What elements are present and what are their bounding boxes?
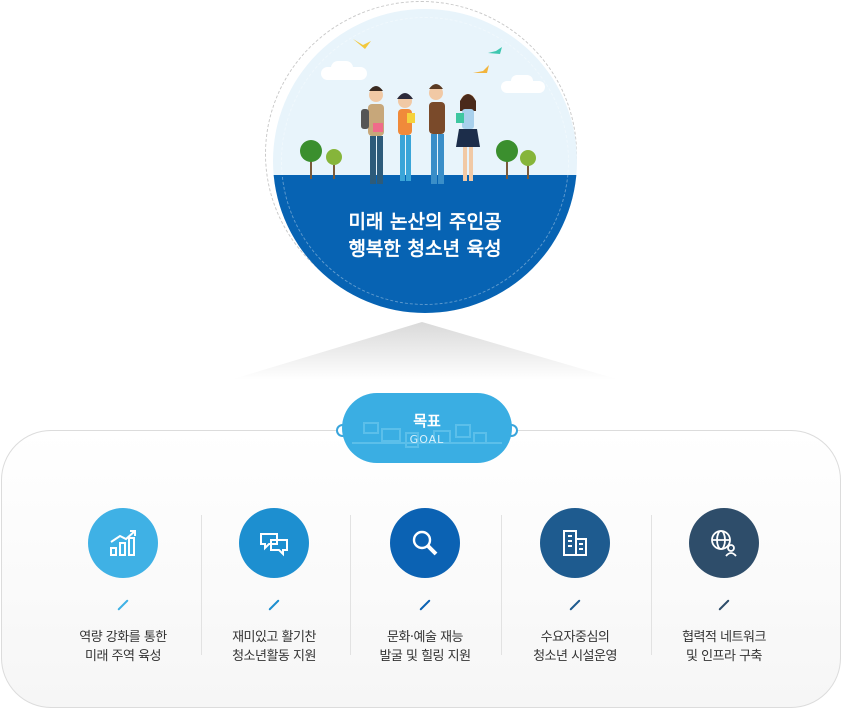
goal-label-en: GOAL: [409, 433, 445, 446]
item-icon-circle: [390, 508, 460, 578]
goal-label: 목표: [413, 412, 441, 430]
item-slash: [419, 599, 431, 611]
vision-title-line1: 미래 논산의 주인공: [348, 211, 502, 233]
globe-network-icon: [711, 530, 737, 557]
goal-badge: 목표 GOAL: [342, 393, 512, 463]
item-slash: [117, 599, 129, 611]
item-label: 역량 강화를 통한 미래 주역 육성: [79, 630, 167, 664]
connector-funnel: [230, 322, 620, 380]
item-slash: [569, 599, 581, 611]
item-icon-circle: [689, 508, 759, 578]
goal-item-facility: 수요자중심의 청소년 시설운영: [500, 508, 650, 666]
divider: [201, 515, 202, 655]
item-label: 수요자중심의 청소년 시설운영: [533, 630, 617, 664]
divider: [501, 515, 502, 655]
item-slash: [268, 599, 280, 611]
item-label: 문화·예술 재능 발굴 및 힐링 지원: [379, 630, 471, 664]
item-label: 재미있고 활기찬 청소년활동 지원: [232, 630, 316, 664]
chat-bubbles-icon: [260, 533, 288, 557]
goal-item-network: 협력적 네트워크 및 인프라 구축: [649, 508, 799, 666]
goal-item-culture: 문화·예술 재능 발굴 및 힐링 지원: [350, 508, 500, 666]
item-slash: [718, 599, 730, 611]
vision-circle: 미래 논산의 주인공 행복한 청소년 육성: [273, 9, 577, 313]
item-icon-circle: [88, 508, 158, 578]
divider: [350, 515, 351, 655]
growth-chart-icon: [110, 530, 136, 556]
goal-item-activity: 재미있고 활기찬 청소년활동 지원: [199, 508, 349, 666]
item-icon-circle: [239, 508, 309, 578]
goal-pattern: [352, 422, 502, 448]
vision-title: 미래 논산의 주인공 행복한 청소년 육성: [273, 209, 577, 263]
building-icon: [563, 530, 587, 556]
divider: [651, 515, 652, 655]
students-illustration: [300, 39, 536, 184]
item-label: 협력적 네트워크 및 인프라 구축: [682, 630, 766, 664]
item-icon-circle: [540, 508, 610, 578]
goal-item-capacity: 역량 강화를 통한 미래 주역 육성: [48, 508, 198, 666]
vision-title-line2: 행복한 청소년 육성: [348, 238, 502, 260]
magnifier-icon: [412, 530, 438, 556]
